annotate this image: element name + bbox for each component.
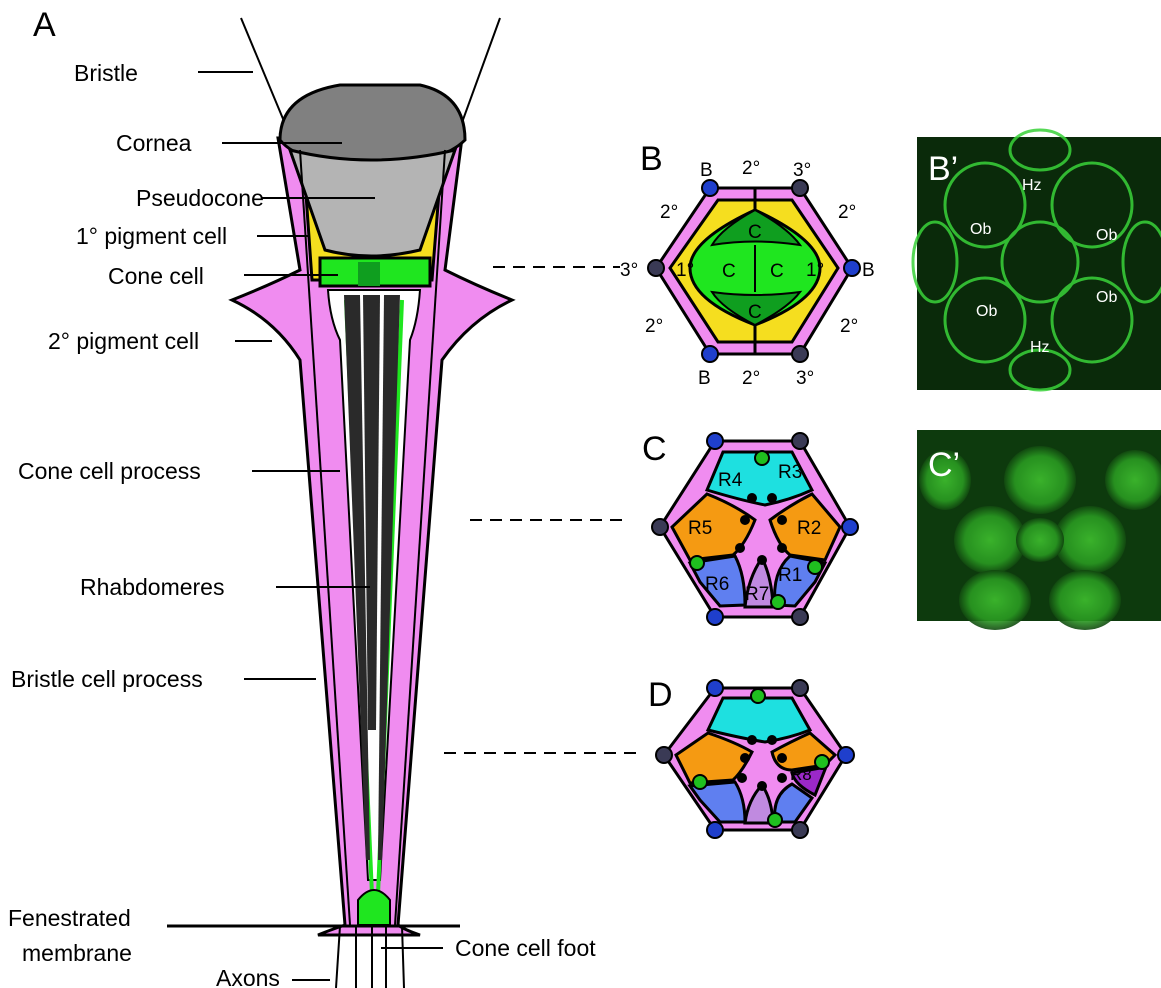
label-rhabdomeres: Rhabdomeres [80, 574, 224, 600]
b-label-b-bottom: B [698, 368, 711, 389]
c-label-r1: R1 [778, 565, 802, 586]
panel-d-hexagon [656, 680, 854, 838]
b-label-3-bottom: 3° [796, 368, 814, 389]
dashed-connectors [444, 267, 640, 753]
mic-ob-ul: Ob [970, 221, 991, 238]
label-fenestrated-2: membrane [22, 940, 132, 966]
mic-ob-lr: Ob [1096, 289, 1117, 306]
panel-label-d: D [648, 676, 673, 714]
c-label-r7: R7 [745, 584, 769, 605]
b-label-2-lr: 2° [840, 316, 858, 337]
label-axons: Axons [216, 965, 280, 988]
panel-label-c-prime: C’ [928, 446, 960, 484]
d-label-r8: R8 [790, 765, 812, 784]
b-label-2-top: 2° [742, 158, 760, 179]
cone-cell-dark [358, 262, 380, 286]
c-label-r4: R4 [718, 470, 743, 491]
b-label-1-left: 1° [676, 260, 694, 281]
label-secondary-pigment: 2° pigment cell [48, 328, 199, 354]
mic-hz-top: Hz [1022, 177, 1042, 194]
b-label-1-right: 1° [806, 260, 824, 281]
panel-label-c: C [642, 430, 667, 468]
cone-cell-foot-shape [358, 890, 390, 925]
b-label-c-bottom: C [748, 302, 762, 323]
c-label-r3: R3 [778, 462, 802, 483]
b-label-c-left: C [722, 261, 736, 282]
panel-label-b-prime: B’ [928, 150, 958, 188]
b-label-2-ur: 2° [838, 202, 856, 223]
b-label-b-right: B [862, 260, 875, 281]
panel-label-b: B [640, 140, 663, 178]
b-label-c-right: C [770, 261, 784, 282]
label-bristle: Bristle [74, 60, 138, 86]
mic-hz-bottom: Hz [1030, 339, 1050, 356]
label-cornea: Cornea [116, 130, 192, 156]
label-primary-pigment: 1° pigment cell [76, 223, 227, 249]
c-label-r5: R5 [688, 518, 712, 539]
b-label-3-left: 3° [620, 260, 638, 281]
mic-ob-ur: Ob [1096, 227, 1117, 244]
label-fenestrated-1: Fenestrated [8, 905, 131, 931]
panel-label-a: A [33, 6, 56, 44]
label-cone-cell-foot: Cone cell foot [455, 935, 596, 961]
b-label-2-ul: 2° [660, 202, 678, 223]
c-label-r6: R6 [705, 574, 729, 595]
b-label-3-top: 3° [793, 160, 811, 181]
panel-a-diagram [167, 18, 512, 988]
b-label-c-top: C [748, 222, 762, 243]
label-pseudocone: Pseudocone [136, 185, 264, 211]
mic-ob-ll: Ob [976, 303, 997, 320]
b-label-2-bottom: 2° [742, 368, 760, 389]
label-cone-cell: Cone cell [108, 263, 204, 289]
b-label-2-ll: 2° [645, 316, 663, 337]
c-label-r2: R2 [797, 518, 821, 539]
b-label-b-top: B [700, 160, 713, 181]
label-cone-cell-process: Cone cell process [18, 458, 201, 484]
label-bristle-cell-process: Bristle cell process [11, 666, 203, 692]
